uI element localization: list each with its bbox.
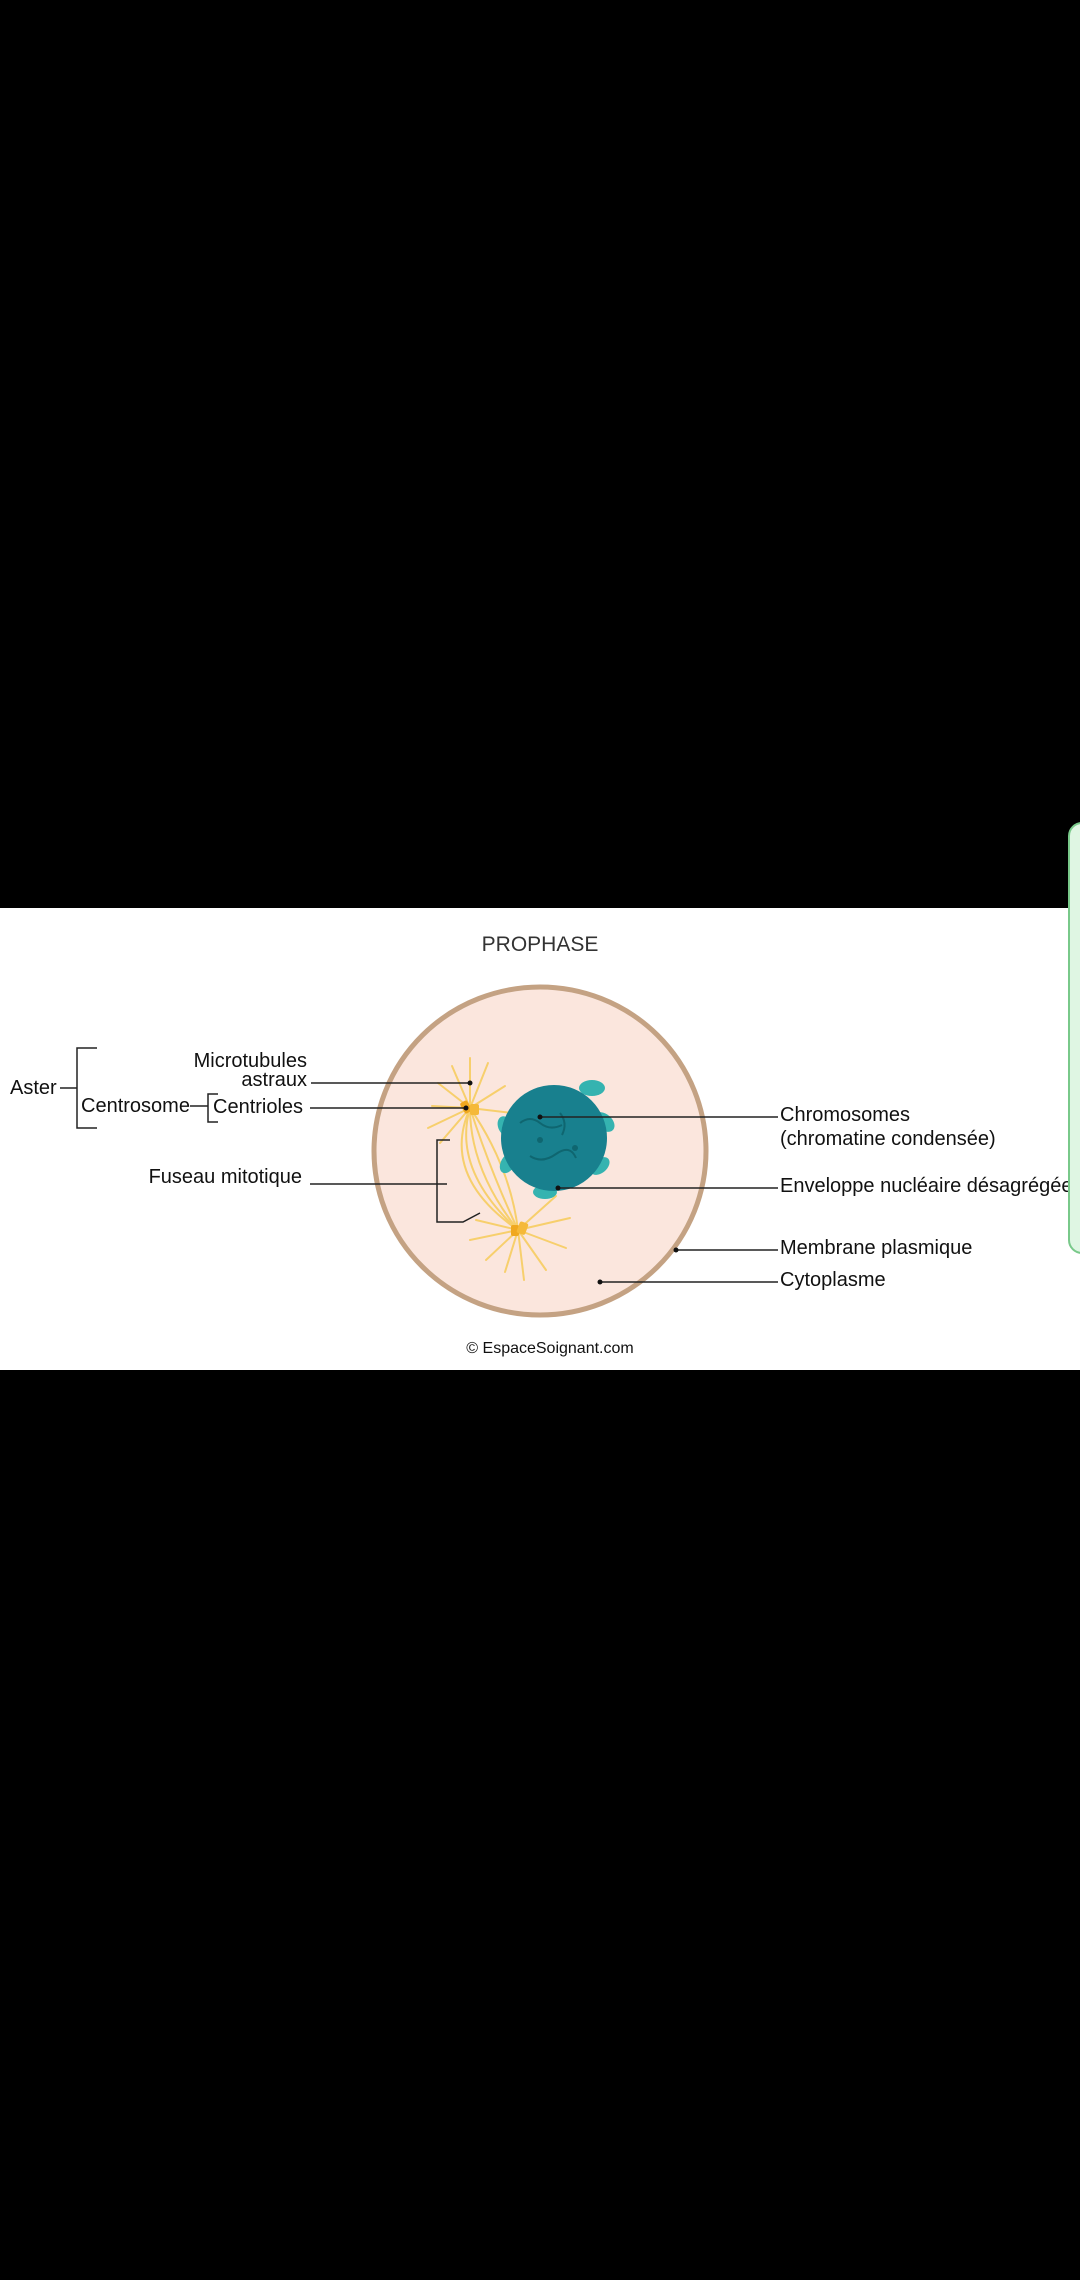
label-aster: Aster [10, 1077, 57, 1099]
label-centrosome: Centrosome [81, 1095, 190, 1117]
leader-lines [60, 1047, 778, 1283]
prophase-diagram: PROPHASE [10, 933, 1072, 1357]
copyright-credit: © EspaceSoignant.com [466, 1340, 633, 1357]
label-enveloppe: Enveloppe nucléaire désagrégée [780, 1175, 1072, 1197]
label-cytoplasme: Cytoplasme [780, 1269, 886, 1291]
label-membrane: Membrane plasmique [780, 1237, 972, 1259]
leader-dots [463, 1080, 679, 1285]
prophase-diagram-image: PROPHASE [0, 908, 1080, 1370]
nucleus [497, 1080, 615, 1199]
lower-centrioles [511, 1221, 529, 1236]
label-fuseau: Fuseau mitotique [149, 1166, 302, 1188]
label-centrioles: Centrioles [213, 1096, 303, 1118]
label-chromosomes: Chromosomes [780, 1104, 910, 1126]
diagram-title: PROPHASE [482, 933, 599, 956]
label-chromatine: (chromatine condensée) [780, 1128, 996, 1150]
label-microtubules: Microtubules [194, 1050, 307, 1072]
label-astraux: astraux [241, 1069, 307, 1091]
edge-panel-handle-icon[interactable] [1068, 822, 1080, 1254]
